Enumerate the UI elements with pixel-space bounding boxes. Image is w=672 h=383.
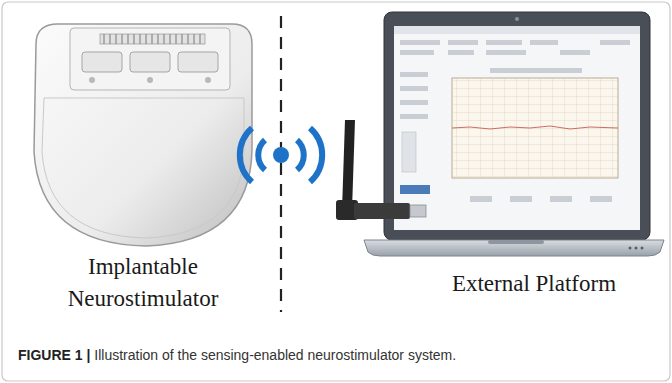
divider bbox=[280, 16, 282, 312]
device-label: Implantable Neurostimulator bbox=[48, 251, 238, 315]
wireless-symbol bbox=[240, 128, 322, 182]
neurostimulator-drawing bbox=[34, 24, 252, 246]
usb-antenna-dongle bbox=[336, 120, 426, 220]
laptop-drawing bbox=[364, 12, 664, 256]
figure-caption: FIGURE 1 | Illustration of the sensing-e… bbox=[18, 346, 658, 364]
platform-label: External Platform bbox=[404, 268, 664, 300]
